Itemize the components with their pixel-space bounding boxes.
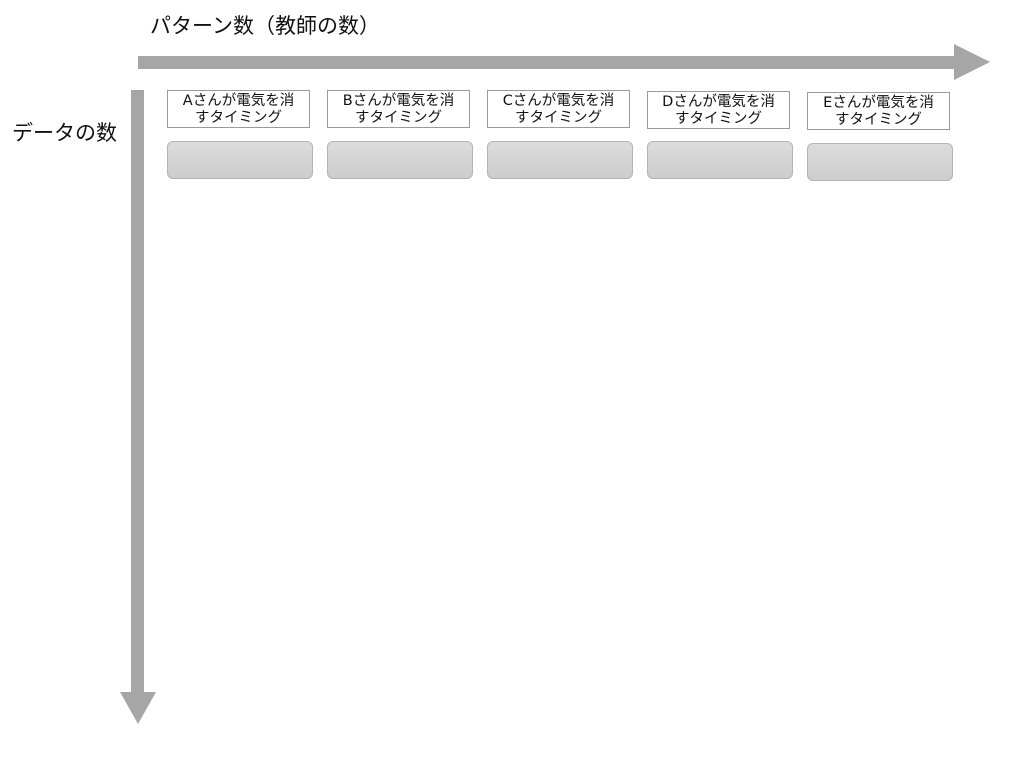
pattern-label-line2: すタイミング <box>675 111 762 127</box>
pattern-label-line1: Aさんが電気を消 <box>182 93 295 109</box>
pattern-label-e: Eさんが電気を消 すタイミング <box>807 92 950 130</box>
pattern-label-b: Bさんが電気を消 すタイミング <box>327 90 470 128</box>
pattern-label-line2: すタイミング <box>835 112 922 128</box>
pattern-label-line1: Eさんが電気を消 <box>823 95 934 111</box>
pattern-cell-b <box>327 141 473 179</box>
y-axis-title: データの数 <box>12 121 117 145</box>
x-axis-arrow-shaft <box>138 56 956 69</box>
x-axis-title: パターン数（教師の数） <box>150 14 380 38</box>
y-axis-arrow-head <box>120 692 156 724</box>
pattern-label-line1: Bさんが電気を消 <box>342 93 455 109</box>
pattern-label-line1: Cさんが電気を消 <box>502 93 615 109</box>
pattern-cell-a <box>167 141 313 179</box>
pattern-label-a: Aさんが電気を消 すタイミング <box>167 90 310 128</box>
y-axis-arrow-shaft <box>131 90 144 694</box>
pattern-label-line2: すタイミング <box>515 110 602 126</box>
pattern-cell-e <box>807 143 953 181</box>
pattern-label-c: Cさんが電気を消 すタイミング <box>487 90 630 128</box>
pattern-label-d: Dさんが電気を消 すタイミング <box>647 91 790 129</box>
pattern-cell-d <box>647 141 793 179</box>
pattern-label-line1: Dさんが電気を消 <box>662 94 775 110</box>
x-axis-arrow-head <box>954 44 990 80</box>
pattern-label-line2: すタイミング <box>195 110 282 126</box>
pattern-cell-c <box>487 141 633 179</box>
pattern-label-line2: すタイミング <box>355 110 442 126</box>
